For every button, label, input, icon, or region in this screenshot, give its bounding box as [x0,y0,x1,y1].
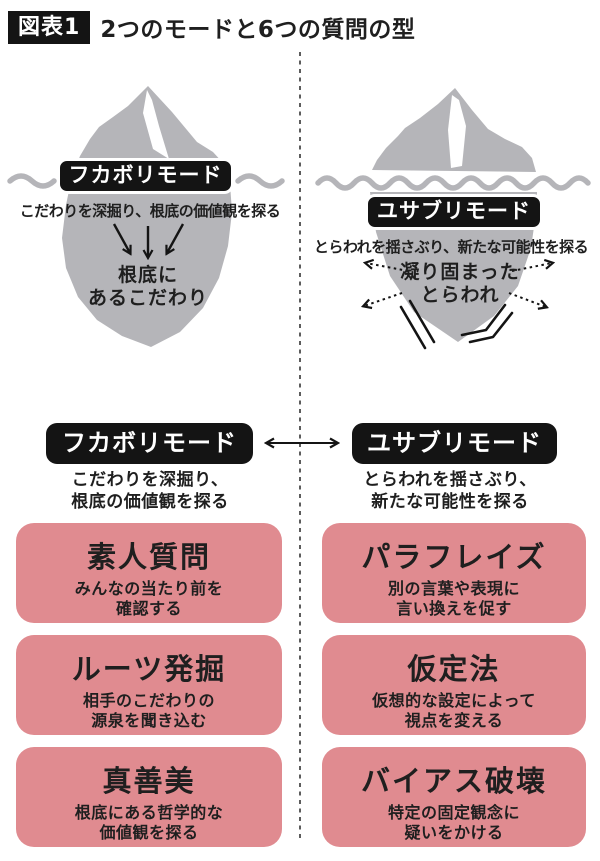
fukabori-mode-desc: こだわりを深掘り、 根底の価値観を探る [10,469,290,513]
question-card-desc: みんなの当たり前を 確認する [16,579,282,619]
water-wave-icon [7,173,57,189]
question-card-desc: 特定の固定観念に 疑いをかける [322,803,586,843]
desc-line: 価値観を探る [99,823,199,842]
desc-line: 別の言葉や表現に [387,579,520,598]
water-wave-icon [315,175,591,191]
desc-line: みんなの当たり前を [74,579,224,598]
yusaburi-mode-pill: ユサブリモード [352,423,557,464]
question-card-truth-goodness-beauty: 真善美 根底にある哲学的な 価値観を探る [16,747,282,847]
desc-line: 言い換えを促す [396,599,512,618]
yusaburi-mode-label-top: ユサブリモード [365,194,543,230]
iceberg-facet-highlight [448,95,466,168]
desc-line: とらわれを揺さぶり、 [363,470,537,490]
desc-line: 確認する [115,599,182,618]
core-line: とらわれ [420,284,500,306]
question-card-title: 真善美 [102,764,196,798]
figure-badge: 図表1 [8,10,91,44]
question-card-roots-excavation: ルーツ発掘 相手のこだわりの 源泉を聞き込む [16,635,282,735]
question-card-title: 素人質問 [86,540,211,574]
shake-lines-icon [399,299,514,350]
core-line: あるこだわり [87,287,208,309]
fukabori-mode-pill: フカボリモード [46,423,253,464]
core-line: 凝り固まった [400,261,520,283]
question-card-conditional: 仮定法 仮想的な設定によって 視点を変える [322,635,586,735]
desc-line: 特定の固定観念に [387,803,520,822]
header: 図表1 2つのモードと6つの質問の型 [8,10,415,44]
fukabori-core-text: 根底に あるこだわり [58,264,238,310]
question-card-title: バイアス破壊 [360,764,547,798]
desc-line: 新たな可能性を探る [371,492,529,512]
question-card-desc: 仮想的な設定によって 視点を変える [322,691,586,731]
converging-arrows-icon [112,223,185,257]
desc-line: こだわりを深掘り、 [71,470,229,490]
yusaburi-mode-caption: とらわれを揺さぶり、新たな可能性を探る [313,238,589,256]
iceberg-left-illustration [7,86,285,347]
question-card-desc: 相手のこだわりの 源泉を聞き込む [16,691,282,731]
desc-line: 疑いをかける [404,823,504,842]
iceberg-facet-highlight [143,90,169,159]
fukabori-mode-label-top: フカボリモード [57,158,234,194]
desc-line: 根底にある哲学的な [74,803,224,822]
desc-line: 相手のこだわりの [82,691,215,710]
fukabori-mode-caption: こだわりを深掘り、根底の価値観を探る [19,202,281,220]
question-card-title: パラフレイズ [361,540,547,574]
desc-line: 根底の価値観を探る [71,492,229,512]
outward-dashed-arrows-icon [364,263,552,307]
desc-line: 仮想的な設定によって [372,691,536,710]
question-card-desc: 根底にある哲学的な 価値観を探る [16,803,282,843]
desc-line: 源泉を聞き込む [91,711,207,730]
desc-line: 視点を変える [404,711,504,730]
question-card-desc: 別の言葉や表現に 言い換えを促す [322,579,586,619]
core-line: 根底に [117,264,178,286]
question-card-title: 仮定法 [407,652,501,686]
question-card-amateur-question: 素人質問 みんなの当たり前を 確認する [16,523,282,623]
question-card-bias-destruction: バイアス破壊 特定の固定観念に 疑いをかける [322,747,586,847]
question-card-paraphrase: パラフレイズ 別の言葉や表現に 言い換えを促す [322,523,586,623]
water-wave-icon [235,173,285,189]
figure-title: 2つのモードと6つの質問の型 [100,17,416,43]
question-card-title: ルーツ発掘 [71,652,227,686]
yusaburi-mode-desc: とらわれを揺さぶり、 新たな可能性を探る [310,469,590,513]
yusaburi-core-text: 凝り固まった とらわれ [368,261,552,307]
